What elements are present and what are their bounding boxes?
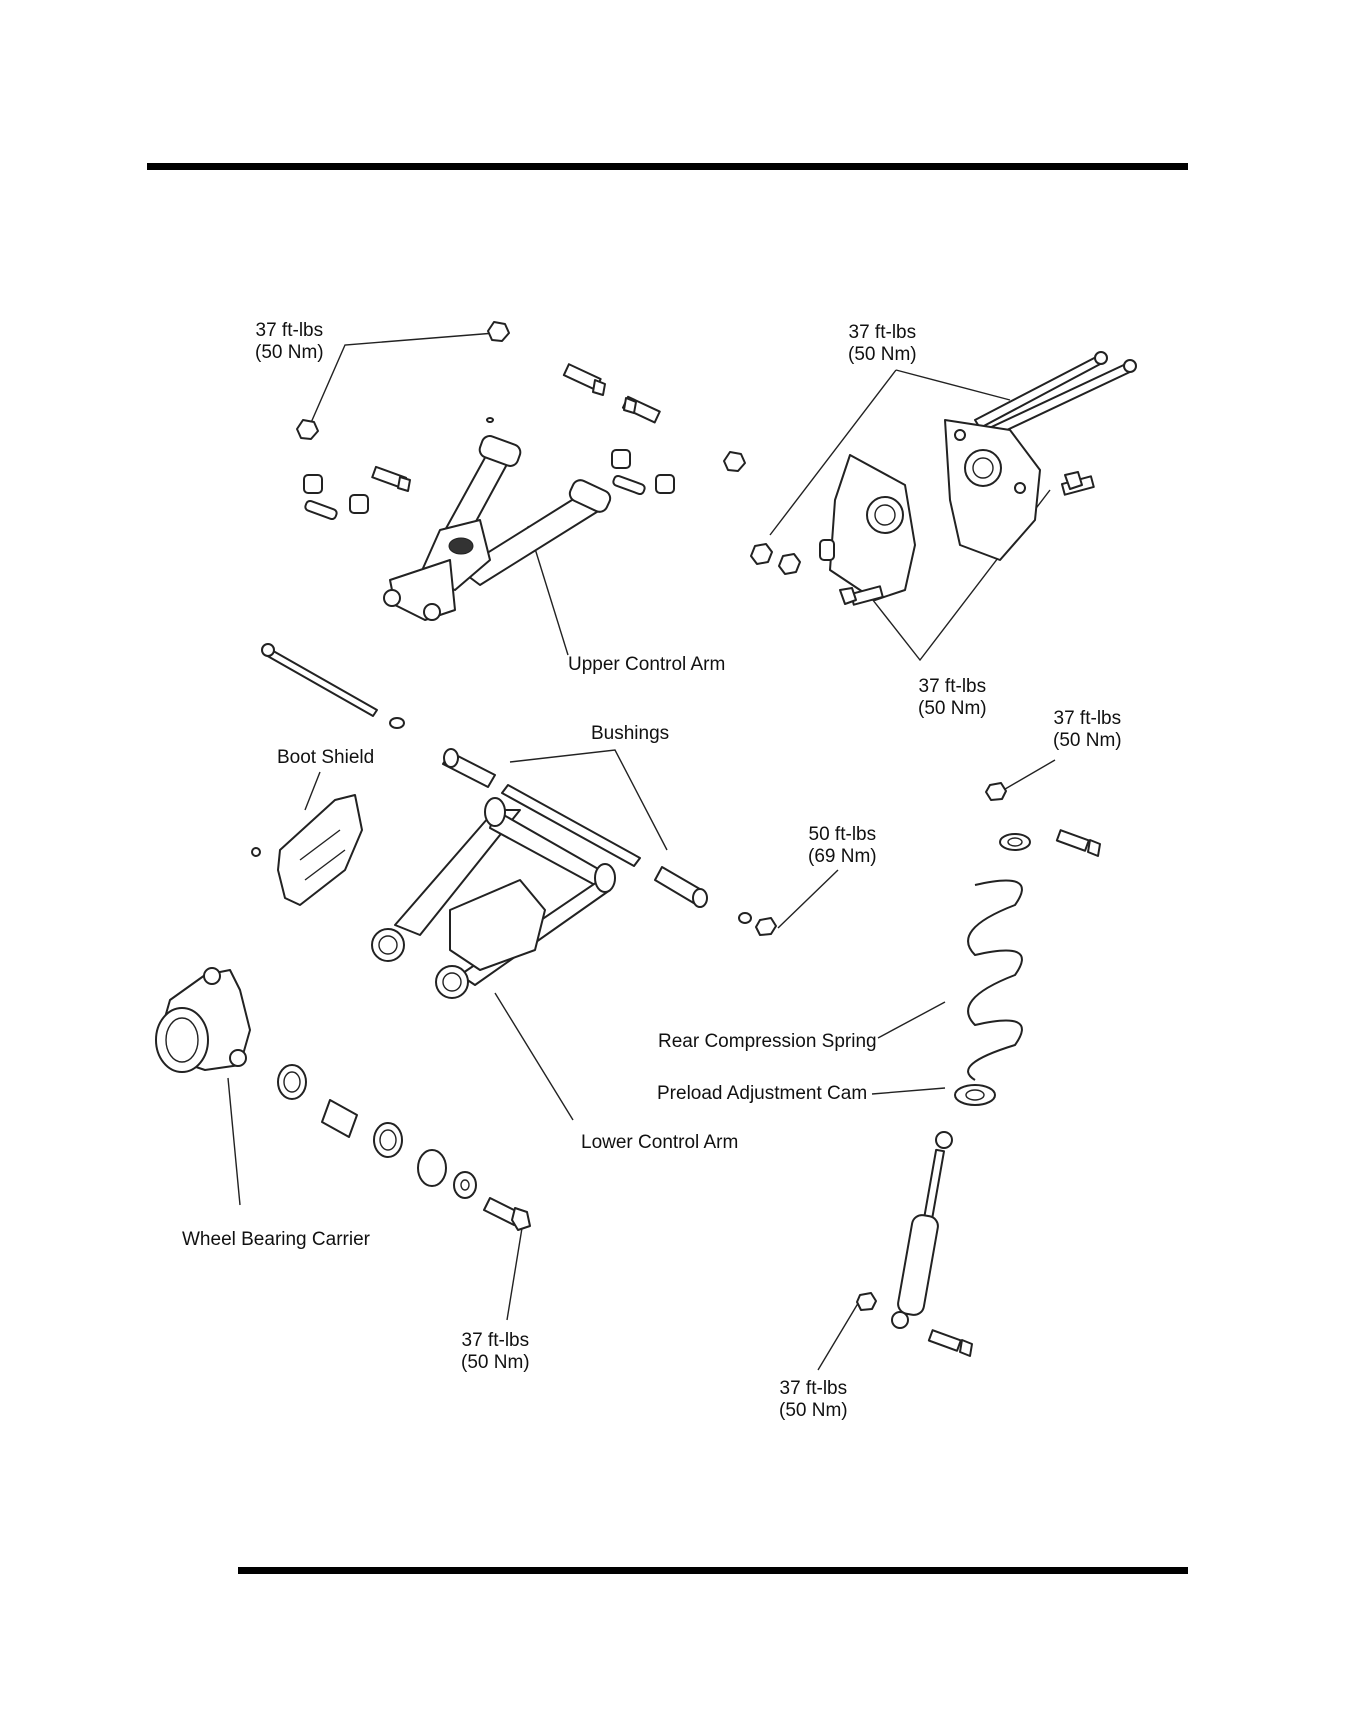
torque-label-bottom-center: 37 ft-lbs (50 Nm) bbox=[461, 1330, 530, 1374]
torque-label-lower-arm: 50 ft-lbs (69 Nm) bbox=[808, 824, 877, 868]
boot-shield bbox=[252, 795, 362, 905]
torque-label-upper-right: 37 ft-lbs (50 Nm) bbox=[848, 322, 917, 366]
long-bolt-lower bbox=[262, 644, 404, 728]
upper-control-arm bbox=[384, 434, 613, 620]
frame-brackets bbox=[751, 352, 1136, 605]
preload-adjustment-cam-label: Preload Adjustment Cam bbox=[657, 1083, 867, 1105]
rear-compression-spring-label: Rear Compression Spring bbox=[658, 1031, 877, 1053]
shock-spring-assembly bbox=[857, 783, 1100, 1356]
upper-control-arm-label: Upper Control Arm bbox=[568, 654, 725, 676]
torque-label-right: 37 ft-lbs (50 Nm) bbox=[1053, 708, 1122, 752]
bushings-label: Bushings bbox=[591, 723, 669, 745]
lower-control-arm-label: Lower Control Arm bbox=[581, 1132, 738, 1154]
wheel-bearing-carrier-label: Wheel Bearing Carrier bbox=[182, 1229, 370, 1251]
hub-hardware bbox=[278, 1065, 530, 1230]
torque-label-upper-left: 37 ft-lbs (50 Nm) bbox=[255, 320, 324, 364]
rear-compression-spring-coils bbox=[968, 881, 1022, 1081]
torque-label-bottom-right: 37 ft-lbs (50 Nm) bbox=[779, 1378, 848, 1422]
wheel-bearing-carrier bbox=[156, 968, 250, 1072]
torque-label-mid-right: 37 ft-lbs (50 Nm) bbox=[918, 676, 987, 720]
upper-arm-fasteners bbox=[297, 322, 745, 520]
boot-shield-label: Boot Shield bbox=[277, 747, 374, 769]
